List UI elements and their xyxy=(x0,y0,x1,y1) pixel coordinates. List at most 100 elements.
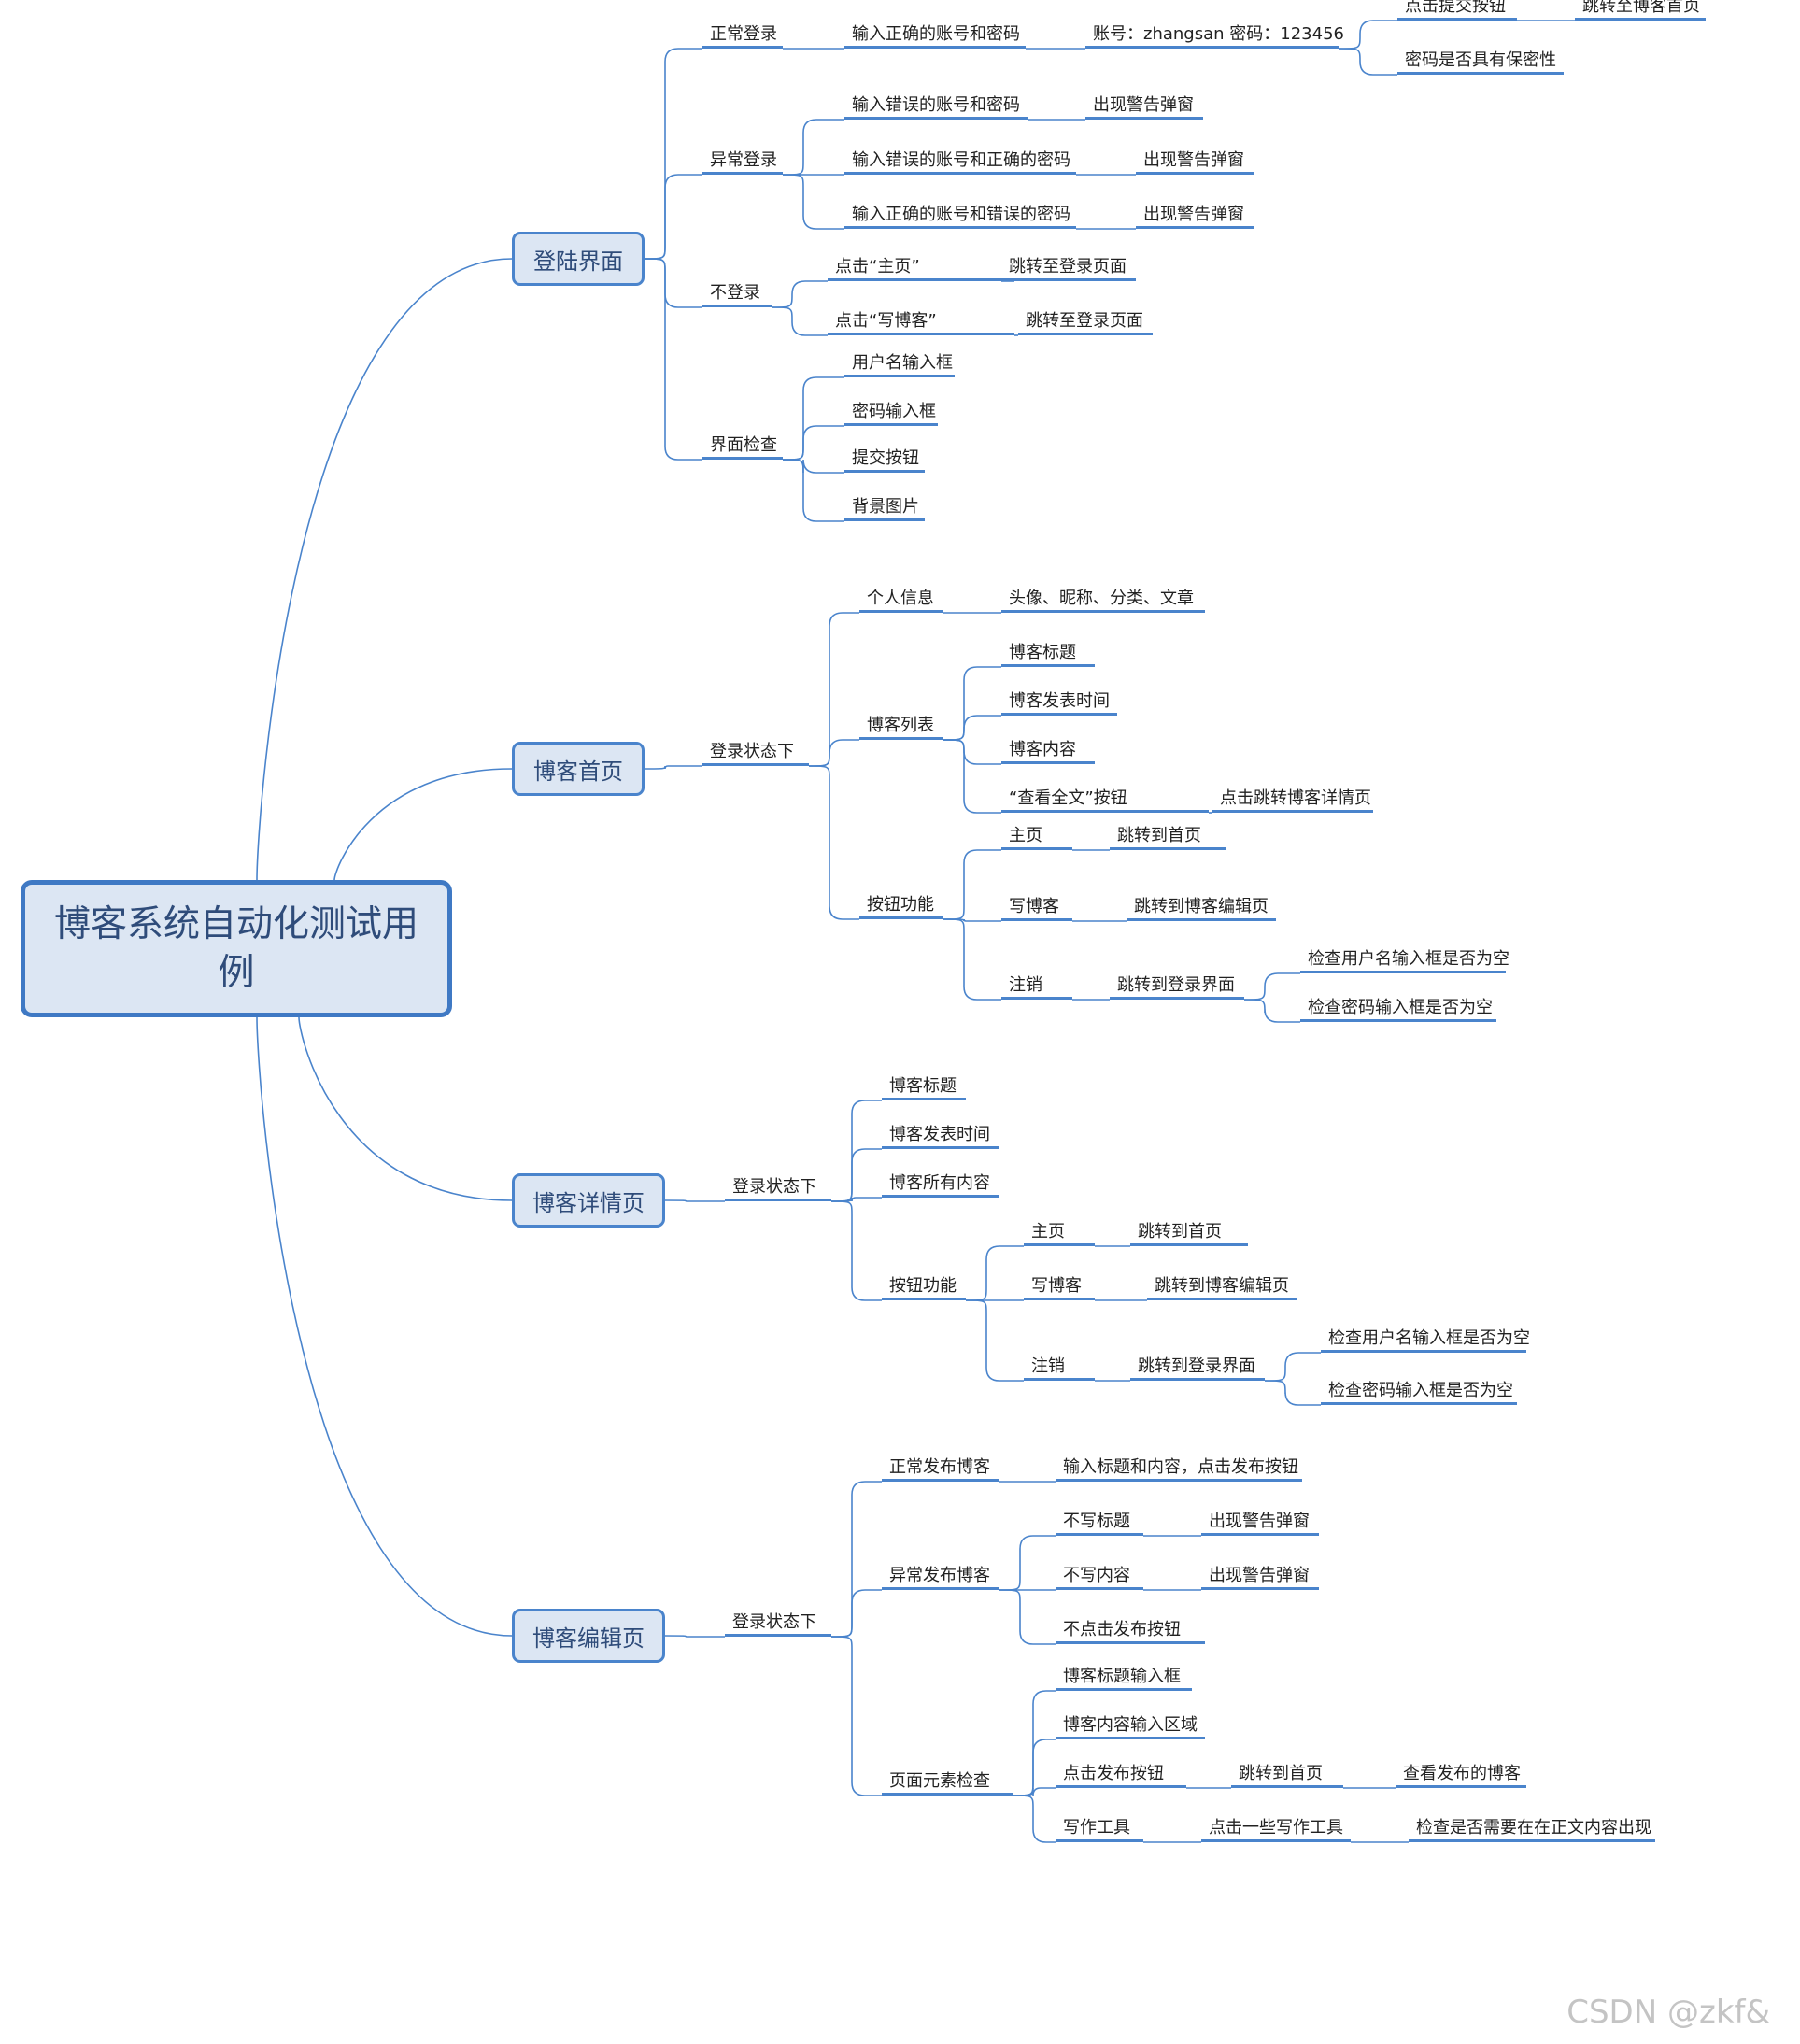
connector-line xyxy=(830,1589,882,1638)
connector-line xyxy=(333,768,513,881)
topic-node[interactable]: 登录状态下 xyxy=(725,1173,831,1201)
topic-node[interactable]: 跳转到首页 xyxy=(1130,1218,1248,1246)
topic-node[interactable]: 检查是否需要在在正文内容出现 xyxy=(1409,1814,1655,1842)
topic-node[interactable]: 不写内容 xyxy=(1056,1562,1143,1590)
connector-line xyxy=(298,1016,513,1201)
connector-line xyxy=(644,765,702,770)
topic-node[interactable]: 输入标题和内容，点击发布按钮 xyxy=(1056,1454,1302,1482)
topic-node[interactable]: 检查用户名输入框是否为空 xyxy=(1300,945,1509,973)
topic-node[interactable]: 跳转到博客编辑页 xyxy=(1147,1272,1297,1300)
topic-node[interactable]: 用户名输入框 xyxy=(844,349,955,377)
topic-node[interactable]: 博客发表时间 xyxy=(882,1121,999,1149)
connector-line xyxy=(644,258,702,461)
topic-node[interactable]: 博客发表时间 xyxy=(1001,688,1117,716)
topic-node[interactable]: 注销 xyxy=(1024,1353,1095,1381)
topic-node[interactable]: 异常发布博客 xyxy=(882,1562,999,1590)
topic-node[interactable]: “查看全文”按钮 xyxy=(1001,785,1209,813)
topic-node[interactable]: 页面元素检查 xyxy=(882,1767,1013,1796)
topic-node[interactable]: 点击“主页” xyxy=(828,253,1014,281)
topic-node[interactable]: 检查用户名输入框是否为空 xyxy=(1321,1325,1530,1353)
topic-node[interactable]: 写博客 xyxy=(1001,893,1072,921)
topic-node[interactable]: 不登录 xyxy=(702,279,772,307)
topic-node[interactable]: 输入错误的账号和密码 xyxy=(844,92,1028,120)
topic-node[interactable]: 不写标题 xyxy=(1056,1508,1143,1536)
topic-node[interactable]: 博客标题 xyxy=(1001,639,1095,667)
topic-node[interactable]: 写博客 xyxy=(1024,1272,1095,1300)
connector-line xyxy=(965,1245,1024,1301)
topic-node[interactable]: 个人信息 xyxy=(859,585,943,613)
connector-line xyxy=(782,119,844,176)
topic-node[interactable]: 异常登录 xyxy=(702,147,783,175)
topic-node[interactable]: 出现警告弹窗 xyxy=(1201,1562,1319,1590)
topic-node[interactable]: 点击提交按钮 xyxy=(1397,0,1517,21)
branch-topic[interactable]: 博客编辑页 xyxy=(512,1609,665,1663)
connector-line xyxy=(1012,1795,1056,1843)
topic-node[interactable]: 密码输入框 xyxy=(844,398,938,426)
topic-node[interactable]: 点击一些写作工具 xyxy=(1201,1814,1351,1842)
branch-topic[interactable]: 博客首页 xyxy=(512,742,645,796)
connector-line xyxy=(664,1635,725,1638)
connector-line xyxy=(782,174,844,230)
connector-line xyxy=(943,666,1001,741)
topic-node[interactable]: 点击“写博客” xyxy=(828,307,1014,335)
topic-node[interactable]: 点击跳转博客详情页 xyxy=(1212,785,1373,813)
topic-node[interactable]: 查看发布的博客 xyxy=(1396,1760,1526,1788)
topic-node[interactable]: 背景图片 xyxy=(844,493,925,521)
topic-node[interactable]: 正常登录 xyxy=(702,21,783,49)
topic-node[interactable]: 博客列表 xyxy=(859,712,943,740)
connector-line xyxy=(771,280,828,308)
topic-node[interactable]: 按钮功能 xyxy=(859,891,943,919)
connector-line xyxy=(830,1636,882,1796)
topic-node[interactable]: 密码是否具有保密性 xyxy=(1397,47,1564,75)
topic-node[interactable]: 检查密码输入框是否为空 xyxy=(1321,1377,1517,1405)
connector-line xyxy=(782,459,844,474)
root-topic[interactable]: 博客系统自动化测试用例 xyxy=(21,880,452,1017)
topic-node[interactable]: 写作工具 xyxy=(1056,1814,1143,1842)
topic-node[interactable]: 主页 xyxy=(1024,1218,1095,1246)
connector-line xyxy=(808,612,859,767)
topic-node[interactable]: 跳转到登录界面 xyxy=(1110,972,1244,1000)
branch-topic[interactable]: 登陆界面 xyxy=(512,232,645,286)
topic-node[interactable]: 不点击发布按钮 xyxy=(1056,1616,1205,1644)
topic-node[interactable]: 博客内容 xyxy=(1001,736,1095,764)
topic-node[interactable]: 跳转至登录页面 xyxy=(1018,307,1153,335)
topic-node[interactable]: 正常发布博客 xyxy=(882,1454,999,1482)
topic-node[interactable]: 出现警告弹窗 xyxy=(1136,201,1254,229)
topic-node[interactable]: 跳转到登录界面 xyxy=(1130,1353,1265,1381)
topic-node[interactable]: 登录状态下 xyxy=(702,738,809,766)
topic-node[interactable]: 按钮功能 xyxy=(882,1272,966,1300)
topic-node[interactable]: 输入正确的账号和错误的密码 xyxy=(844,201,1076,229)
topic-node[interactable]: 检查密码输入框是否为空 xyxy=(1300,994,1496,1022)
topic-node[interactable]: 博客所有内容 xyxy=(882,1170,999,1198)
topic-node[interactable]: 提交按钮 xyxy=(844,445,925,473)
topic-node[interactable]: 出现警告弹窗 xyxy=(1085,92,1203,120)
topic-node[interactable]: 出现警告弹窗 xyxy=(1136,147,1254,175)
topic-node[interactable]: 跳转至登录页面 xyxy=(1001,253,1136,281)
topic-node[interactable]: 跳转到首页 xyxy=(1110,822,1226,850)
topic-node[interactable]: 博客标题输入框 xyxy=(1056,1663,1192,1691)
connector-line xyxy=(1339,20,1397,50)
branch-topic[interactable]: 博客详情页 xyxy=(512,1173,665,1228)
topic-node[interactable]: 跳转至博客首页 xyxy=(1575,0,1706,21)
topic-node[interactable]: 跳转到博客编辑页 xyxy=(1127,893,1276,921)
topic-node[interactable]: 输入错误的账号和正确的密码 xyxy=(844,147,1076,175)
connector-line xyxy=(1264,1352,1321,1382)
connector-line xyxy=(1339,48,1397,76)
topic-node[interactable]: 账号：zhangsan 密码：123456 xyxy=(1085,21,1344,49)
topic-node[interactable]: 登录状态下 xyxy=(725,1609,831,1637)
topic-node[interactable]: 点击发布按钮 xyxy=(1056,1760,1186,1788)
topic-node[interactable]: 跳转到首页 xyxy=(1231,1760,1343,1788)
topic-node[interactable]: 注销 xyxy=(1001,972,1072,1000)
connector-line xyxy=(1243,999,1300,1023)
topic-node[interactable]: 博客内容输入区域 xyxy=(1056,1711,1205,1739)
topic-node[interactable]: 头像、昵称、分类、文章 xyxy=(1001,585,1205,613)
topic-node[interactable]: 出现警告弹窗 xyxy=(1201,1508,1319,1536)
topic-node[interactable]: 主页 xyxy=(1001,822,1072,850)
topic-node[interactable]: 输入正确的账号和密码 xyxy=(844,21,1026,49)
topic-node[interactable]: 博客标题 xyxy=(882,1072,966,1100)
connector-line xyxy=(965,1299,1024,1382)
connector-line xyxy=(943,739,1001,765)
topic-node[interactable]: 界面检查 xyxy=(702,432,783,460)
